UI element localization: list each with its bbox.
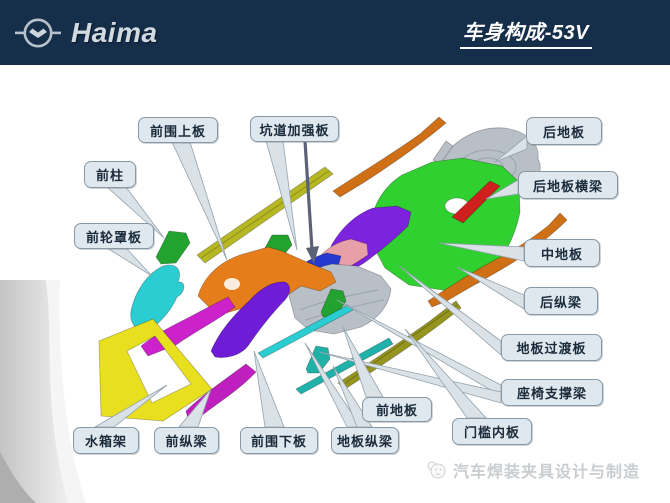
part-front-wheel-house-panel	[130, 264, 185, 332]
label-tunnel-reinforcement-panel: 坑道加强板	[250, 116, 339, 142]
haima-emblem-icon	[15, 18, 61, 47]
label-front-floor: 前地板	[362, 397, 432, 422]
tunnel-arrow-shaft	[303, 140, 314, 251]
watermark: 汽车焊装夹具设计与制造	[424, 458, 640, 482]
corner-swoosh	[0, 280, 68, 503]
corner-swoosh-shadow	[0, 452, 36, 503]
corner-swoosh-highlight	[46, 280, 86, 503]
leader-front-wheel-house	[105, 247, 153, 277]
chick-face-icon	[427, 461, 446, 479]
label-door-sill-inner-panel: 门槛内板	[452, 418, 532, 445]
label-front-pillar: 前柱	[84, 161, 136, 188]
label-front-side-rail: 前纵梁	[154, 427, 219, 454]
part-radiator-frame	[98, 318, 213, 422]
slide-title: 车身构成-53V	[459, 16, 592, 49]
label-rear-floor-crossmember: 后地板横梁	[518, 171, 618, 199]
label-rear-floor: 后地板	[526, 117, 602, 145]
part-front-wall-lower-panel	[210, 281, 291, 358]
brand-wordmark: Haima	[71, 16, 158, 48]
label-radiator-frame: 水箱架	[73, 427, 139, 454]
haima-logo: Haima	[14, 13, 158, 53]
label-front-wheel-house-panel: 前轮罩板	[74, 223, 154, 249]
header: Haima 车身构成-53V	[0, 0, 670, 65]
part-rear-floor-crossmember	[451, 180, 501, 224]
part-rear-side-rail-left	[332, 116, 447, 198]
label-front-wall-lower-panel: 前围下板	[240, 427, 318, 454]
part-front-pillar-bracket	[155, 230, 191, 265]
label-seat-support-beam: 座椅支撑梁	[501, 379, 603, 406]
label-rear-side-rail: 后纵梁	[524, 287, 598, 315]
watermark-text: 汽车焊装夹具设计与制造	[453, 464, 641, 481]
front-wall-upper-hole	[224, 278, 240, 290]
part-floor-side-rail-1	[257, 304, 354, 359]
tunnel-arrow-head	[306, 246, 319, 264]
label-middle-floor: 中地板	[524, 239, 600, 267]
label-front-wall-upper-panel: 前围上板	[138, 117, 218, 143]
label-floor-transition-panel: 地板过渡板	[501, 334, 602, 361]
label-floor-side-rail: 地板纵梁	[331, 427, 399, 454]
leader-front-wall-lower	[253, 350, 285, 428]
